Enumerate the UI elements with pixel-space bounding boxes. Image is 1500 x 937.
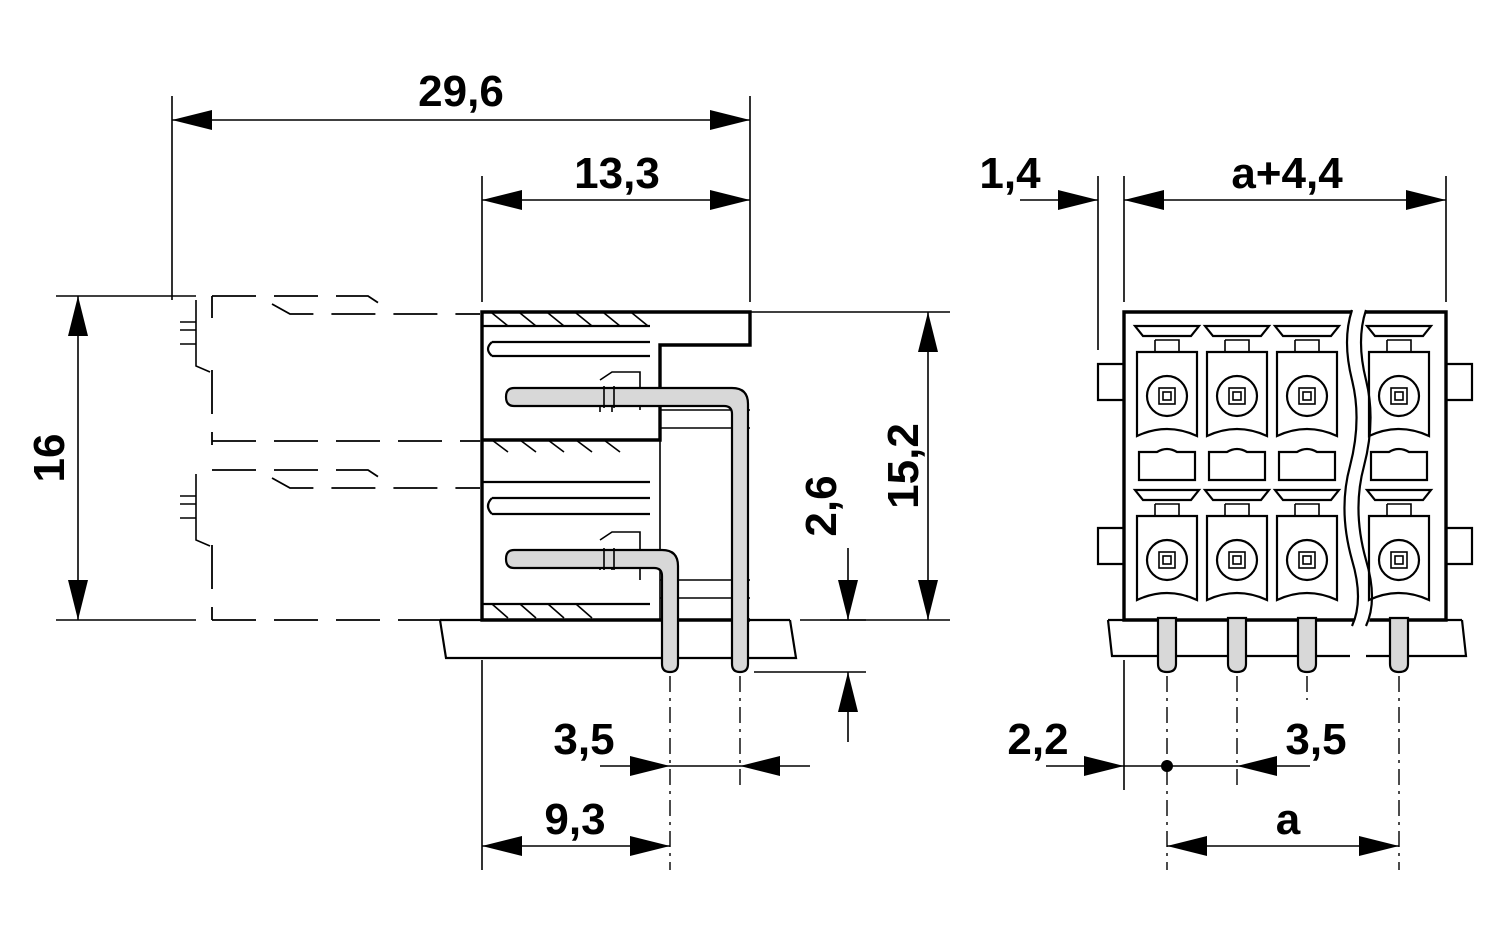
test-opening [1137, 447, 1197, 482]
extension-lines-front [1097, 176, 1447, 790]
dim-overall-height [68, 296, 88, 620]
label-body-height: 15,2 [879, 423, 928, 509]
screw-head [1215, 374, 1259, 418]
dim-total-width [1124, 190, 1446, 210]
mating-plug-outline [180, 295, 480, 621]
test-opening [1369, 447, 1429, 482]
screw-head [1377, 538, 1421, 582]
bent-pins [504, 386, 750, 674]
label-edge-offset: 2,2 [1007, 715, 1068, 764]
terminal-body [1205, 514, 1269, 602]
label-pin-span: a [1276, 795, 1301, 844]
pcb-front [1106, 618, 1468, 658]
terminal-latch [1294, 503, 1320, 516]
terminal-body [1275, 350, 1339, 438]
screw-socket-inner [1394, 555, 1404, 565]
label-pin-length: 2,6 [797, 475, 846, 536]
connector-housing-front [1096, 305, 1474, 629]
test-opening [1207, 447, 1267, 482]
release-slot [1364, 324, 1434, 338]
screw-socket [1298, 387, 1316, 405]
front-pins [1156, 616, 1410, 674]
pcb-side [438, 618, 798, 660]
screw-socket-inner [1302, 391, 1312, 401]
dim-side-offset [1020, 190, 1098, 210]
label-pin-row-pitch: 3,5 [553, 715, 614, 764]
extension-lines [56, 96, 950, 870]
dim-overall-length [172, 110, 750, 130]
test-opening [1277, 447, 1337, 482]
terminal-latch [1154, 503, 1180, 516]
screw-socket-inner [1232, 555, 1242, 565]
terminal-latch [1386, 503, 1412, 516]
screw-socket-inner [1302, 555, 1312, 565]
release-slot [1202, 488, 1272, 502]
screw-socket-inner [1232, 391, 1242, 401]
terminal-latch [1154, 339, 1180, 352]
terminal-cells [1132, 324, 1434, 602]
dim-pin-row-pitch [600, 756, 810, 776]
terminal-body [1135, 514, 1199, 602]
release-slot [1272, 324, 1342, 338]
screw-head [1215, 538, 1259, 582]
screw-socket-inner [1394, 391, 1404, 401]
dim-pin-span [1167, 836, 1399, 856]
terminal-latch [1224, 339, 1250, 352]
screw-socket-inner [1162, 555, 1172, 565]
screw-head [1285, 374, 1329, 418]
side-view: 29,6 13,3 16 15,2 2,6 3,5 9,3 [25, 67, 950, 870]
screw-socket [1298, 551, 1316, 569]
connector-housing-side [480, 310, 752, 622]
label-pin-pitch: 3,5 [1285, 715, 1346, 764]
release-slot [1132, 324, 1202, 338]
screw-socket [1158, 551, 1176, 569]
release-slot [1132, 488, 1202, 502]
terminal-latch [1386, 339, 1412, 352]
screw-socket [1390, 387, 1408, 405]
release-slot [1202, 324, 1272, 338]
screw-socket-inner [1162, 391, 1172, 401]
release-slot [1272, 488, 1342, 502]
label-total-width: a+4,4 [1231, 149, 1343, 198]
label-pin-offset: 9,3 [544, 795, 605, 844]
dim-pin-offset [482, 836, 670, 856]
dim-body-depth [482, 190, 750, 210]
terminal-latch [1224, 503, 1250, 516]
release-slot [1364, 488, 1434, 502]
label-side-offset: 1,4 [979, 149, 1041, 198]
dim-body-height [918, 312, 938, 620]
dim-pin-length [838, 548, 858, 742]
screw-head [1285, 538, 1329, 582]
screw-socket [1228, 387, 1246, 405]
label-overall-length: 29,6 [418, 67, 504, 116]
screw-head [1145, 538, 1189, 582]
terminal-body [1367, 514, 1431, 602]
terminal-body [1135, 350, 1199, 438]
terminal-body [1367, 350, 1431, 438]
label-overall-height: 16 [25, 434, 74, 483]
label-body-depth: 13,3 [574, 149, 660, 198]
dim-edge-offset [1046, 756, 1310, 776]
front-view: 1,4 a+4,4 2,2 3,5 a [979, 149, 1474, 870]
screw-socket [1390, 551, 1408, 569]
screw-socket [1158, 387, 1176, 405]
terminal-body [1275, 514, 1339, 602]
screw-head [1145, 374, 1189, 418]
terminal-body [1205, 350, 1269, 438]
terminal-latch [1294, 339, 1320, 352]
screw-head [1377, 374, 1421, 418]
screw-socket [1228, 551, 1246, 569]
